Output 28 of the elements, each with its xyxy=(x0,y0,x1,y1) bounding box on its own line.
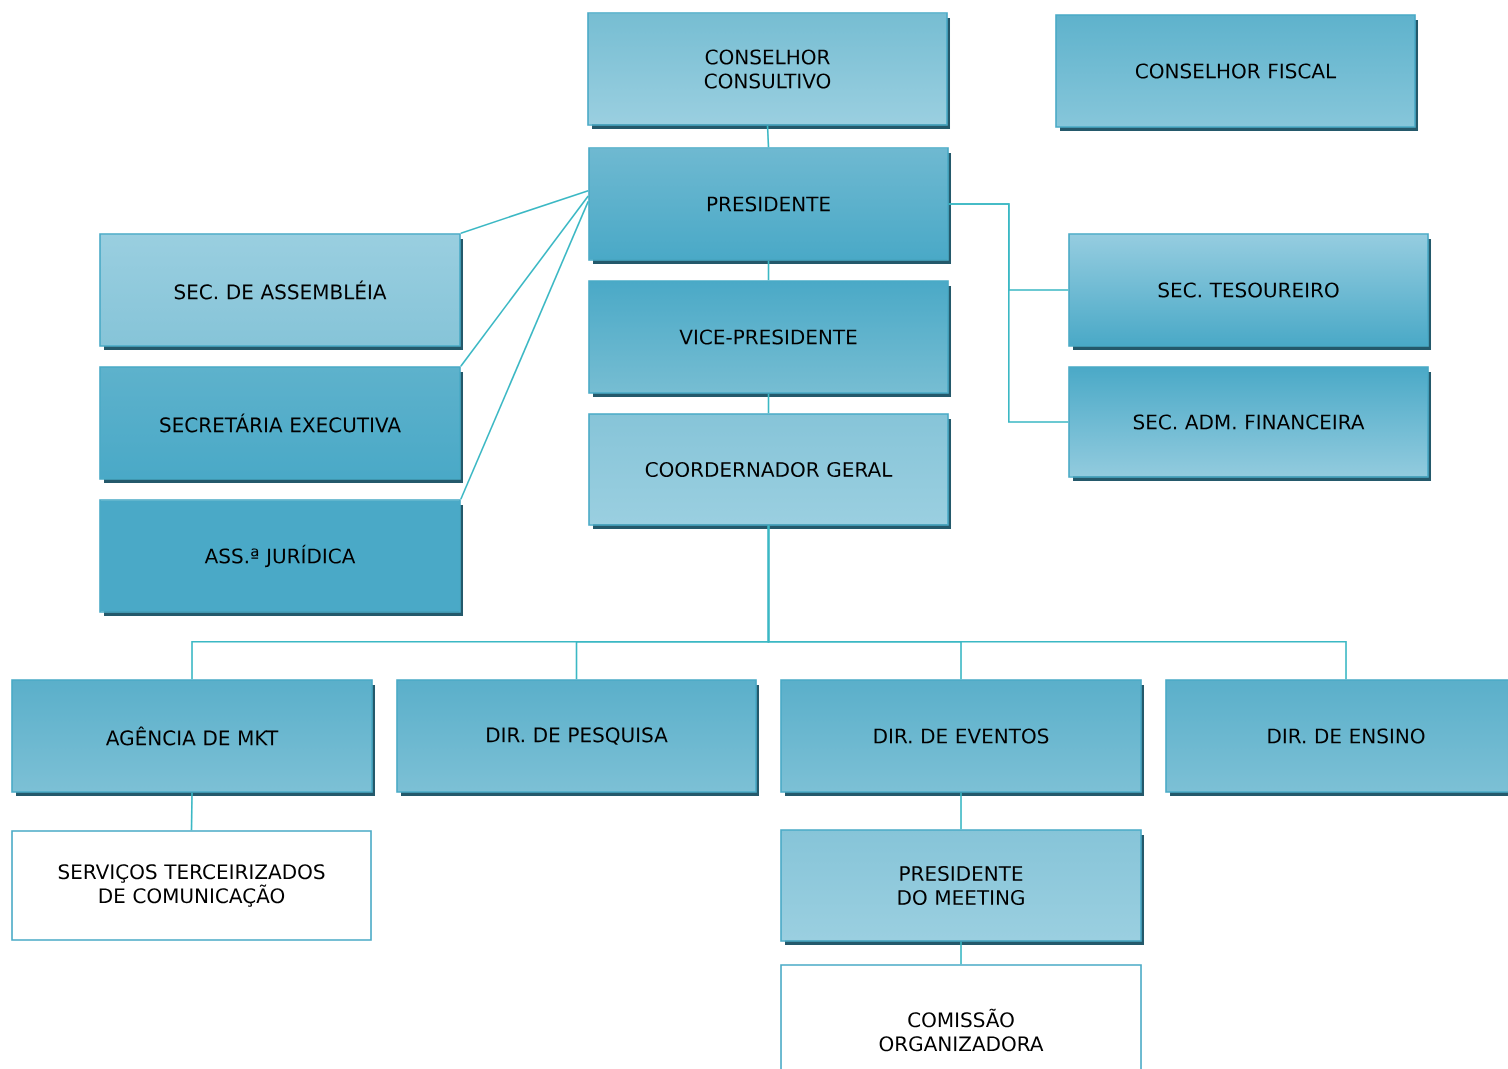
org-box: SECRETÁRIA EXECUTIVA xyxy=(99,366,463,483)
connector-line xyxy=(460,195,589,367)
org-box: ASS.ª JURÍDICA xyxy=(99,499,463,616)
org-box: DIR. DE PESQUISA xyxy=(396,679,759,796)
org-box: DIR. DE EVENTOS xyxy=(780,679,1144,796)
connector-line xyxy=(960,792,962,830)
connector-line xyxy=(948,203,1069,423)
org-box: COMISSÃO ORGANIZADORA xyxy=(780,964,1142,1069)
org-box: COORDERNADOR GERAL xyxy=(588,413,951,529)
connector-line xyxy=(766,125,770,148)
connector-line xyxy=(767,525,1347,680)
org-box: CONSELHOR CONSULTIVO xyxy=(587,12,950,129)
connector-line xyxy=(460,200,589,500)
org-box: SEC. TESOUREIRO xyxy=(1068,233,1431,350)
connector-line xyxy=(190,792,193,831)
org-box: SEC. DE ASSEMBLÉIA xyxy=(99,233,463,350)
connector-line xyxy=(960,941,962,965)
org-box: SERVIÇOS TERCEIRIZADOS DE COMUNICAÇÃO xyxy=(11,830,372,941)
org-box: PRESIDENTE DO MEETING xyxy=(780,829,1144,945)
connector-line xyxy=(767,260,770,281)
org-box: SEC. ADM. FINANCEIRA xyxy=(1068,366,1431,481)
org-box: DIR. DE ENSINO xyxy=(1165,679,1508,796)
org-box: VICE-PRESIDENTE xyxy=(588,280,951,397)
connector-line xyxy=(460,189,589,234)
org-box: AGÊNCIA DE MKT xyxy=(11,679,375,796)
org-box: PRESIDENTE xyxy=(588,147,951,264)
org-box: CONSELHOR FISCAL xyxy=(1055,14,1418,131)
connector-line xyxy=(767,393,770,414)
